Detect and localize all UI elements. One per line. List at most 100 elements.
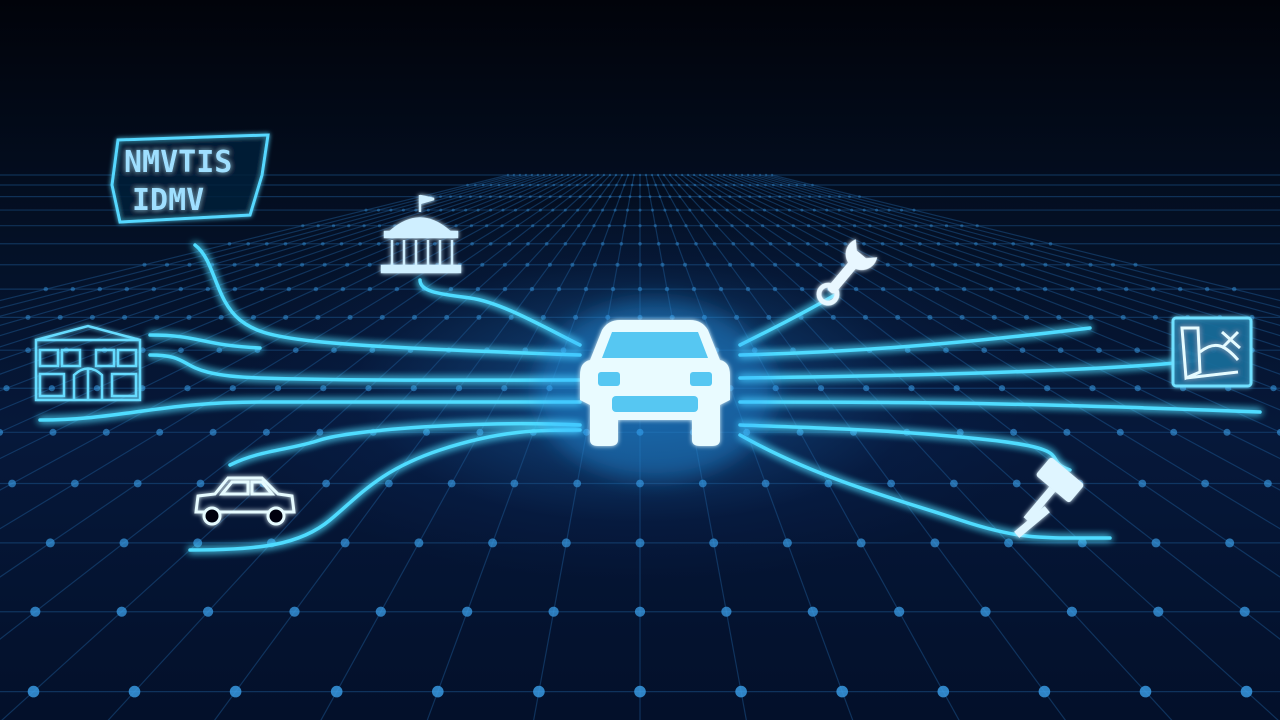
grid-node	[623, 183, 626, 187]
grid-node	[800, 208, 804, 212]
grid-node	[469, 224, 473, 228]
grid-node	[439, 195, 442, 199]
grid-node	[216, 347, 223, 354]
grid-node	[1088, 314, 1094, 320]
grid-node	[615, 183, 618, 187]
grid-node	[588, 208, 592, 212]
grid-node	[817, 385, 825, 392]
grid-node	[476, 208, 480, 212]
grid-node	[583, 286, 589, 292]
grid-node	[748, 195, 752, 199]
grid-node	[656, 242, 661, 246]
grid-node	[596, 173, 600, 177]
grid-node	[582, 242, 586, 246]
grid-node	[638, 195, 642, 199]
grid-node	[140, 347, 146, 354]
grid-node	[1044, 385, 1051, 392]
grid-node	[1010, 428, 1018, 436]
grid-node	[677, 183, 681, 187]
wire-left-mid	[148, 333, 262, 350]
grid-node	[558, 195, 562, 199]
grid-node	[863, 314, 868, 320]
grid-node	[1088, 262, 1093, 267]
grid-node	[560, 173, 564, 177]
grid-node	[837, 224, 841, 228]
grid-node	[345, 262, 350, 267]
grid-line	[747, 174, 1280, 337]
gavel-icon	[1014, 457, 1084, 538]
grid-node	[283, 314, 289, 320]
grid-node	[691, 286, 697, 292]
grid-node	[722, 173, 726, 177]
wire-car-left	[228, 421, 582, 467]
grid-node	[796, 428, 804, 436]
grid-node	[536, 183, 540, 187]
grid-node	[48, 385, 55, 392]
grid-line	[753, 174, 1280, 327]
grid-line	[771, 174, 1280, 302]
grid-node	[524, 173, 528, 177]
grid-node	[734, 314, 740, 320]
grid-node	[433, 242, 437, 246]
grid-node	[507, 242, 512, 246]
grid-node	[556, 286, 562, 292]
grid-node	[1240, 685, 1253, 698]
grid-node	[533, 685, 545, 698]
grid-node	[662, 183, 665, 187]
grid-node	[894, 606, 905, 617]
grid-node	[773, 262, 778, 267]
grid-node	[331, 224, 336, 228]
grid-node	[768, 242, 773, 246]
grid-node	[476, 314, 482, 320]
grid-node	[330, 685, 343, 698]
grid-line	[0, 174, 569, 433]
grid-node	[981, 347, 987, 354]
grid-node	[880, 286, 886, 292]
grid-node	[934, 286, 940, 292]
grid-node	[544, 242, 549, 246]
grid-node	[644, 173, 648, 177]
grid-node	[489, 208, 493, 212]
grid-node	[321, 242, 325, 246]
grid-node	[1178, 286, 1183, 292]
grid-node	[265, 242, 269, 246]
grid-node	[178, 286, 183, 292]
grid-node	[598, 195, 602, 199]
grid-node	[508, 314, 514, 320]
grid-node	[568, 195, 572, 199]
grid-node	[746, 173, 750, 177]
grid-line	[723, 174, 1280, 392]
grid-node	[592, 224, 596, 228]
grid-node	[476, 428, 484, 436]
grid-node	[377, 224, 382, 228]
grid-node	[937, 685, 950, 698]
grid-node	[505, 183, 509, 187]
grid-node	[728, 262, 733, 267]
grid-node	[840, 262, 845, 267]
grid-line	[320, 174, 623, 720]
wire-gov	[418, 278, 582, 347]
grid-node	[732, 183, 736, 187]
grid-node	[379, 314, 385, 320]
grid-node	[470, 242, 474, 246]
grid-line	[0, 174, 527, 327]
grid-node	[880, 242, 885, 246]
grid-node	[745, 286, 751, 292]
grid-node	[178, 347, 184, 354]
grid-node	[632, 173, 636, 177]
grid-line	[741, 174, 1280, 348]
grid-node	[628, 195, 632, 199]
grid-line	[759, 174, 1280, 317]
grid-node	[500, 224, 504, 228]
grid-node	[588, 195, 592, 199]
grid-node	[685, 183, 689, 187]
grid-node	[432, 685, 444, 698]
grid-node	[988, 286, 994, 292]
wire-gavel	[738, 423, 1072, 472]
grid-node	[843, 242, 847, 246]
grid-line	[1, 174, 605, 720]
grid-node	[451, 208, 455, 212]
grid-node	[552, 183, 556, 187]
grid-node	[576, 208, 580, 212]
grid-node	[614, 173, 618, 177]
